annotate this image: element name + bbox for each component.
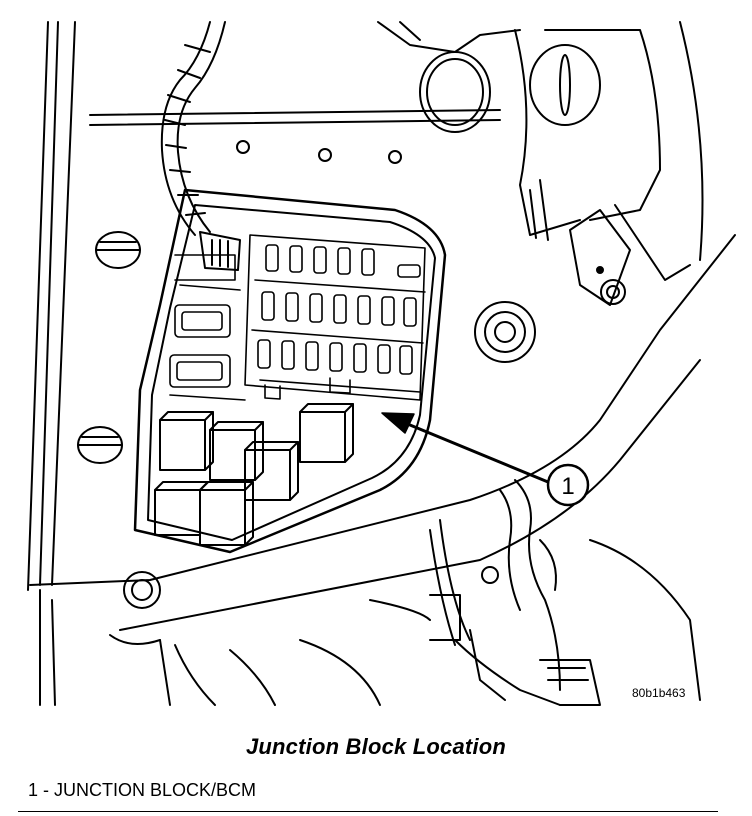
callout-number: 1 bbox=[561, 473, 574, 500]
wiring-harness bbox=[160, 21, 241, 271]
figure-title: Junction Block Location bbox=[245, 734, 507, 759]
junction-block-illustration: 1 bbox=[27, 21, 736, 706]
upper-body-panel bbox=[89, 21, 704, 261]
grommet bbox=[474, 301, 536, 363]
callout-arrow bbox=[381, 412, 550, 484]
legend-item: 1 - JUNCTION BLOCK/BCM bbox=[28, 780, 257, 800]
left-pillar-trim bbox=[27, 21, 76, 706]
push-pin-fasteners bbox=[77, 231, 141, 464]
bottom-rule bbox=[18, 811, 718, 812]
dash-panel bbox=[29, 179, 736, 645]
figure-id: 80b1b463 bbox=[632, 686, 686, 700]
block-connectors bbox=[169, 254, 246, 401]
relays bbox=[154, 403, 354, 546]
lower-components bbox=[159, 479, 701, 706]
callout-circle bbox=[546, 463, 590, 507]
mounting-holes bbox=[123, 140, 499, 609]
fuse-grid bbox=[244, 234, 426, 401]
